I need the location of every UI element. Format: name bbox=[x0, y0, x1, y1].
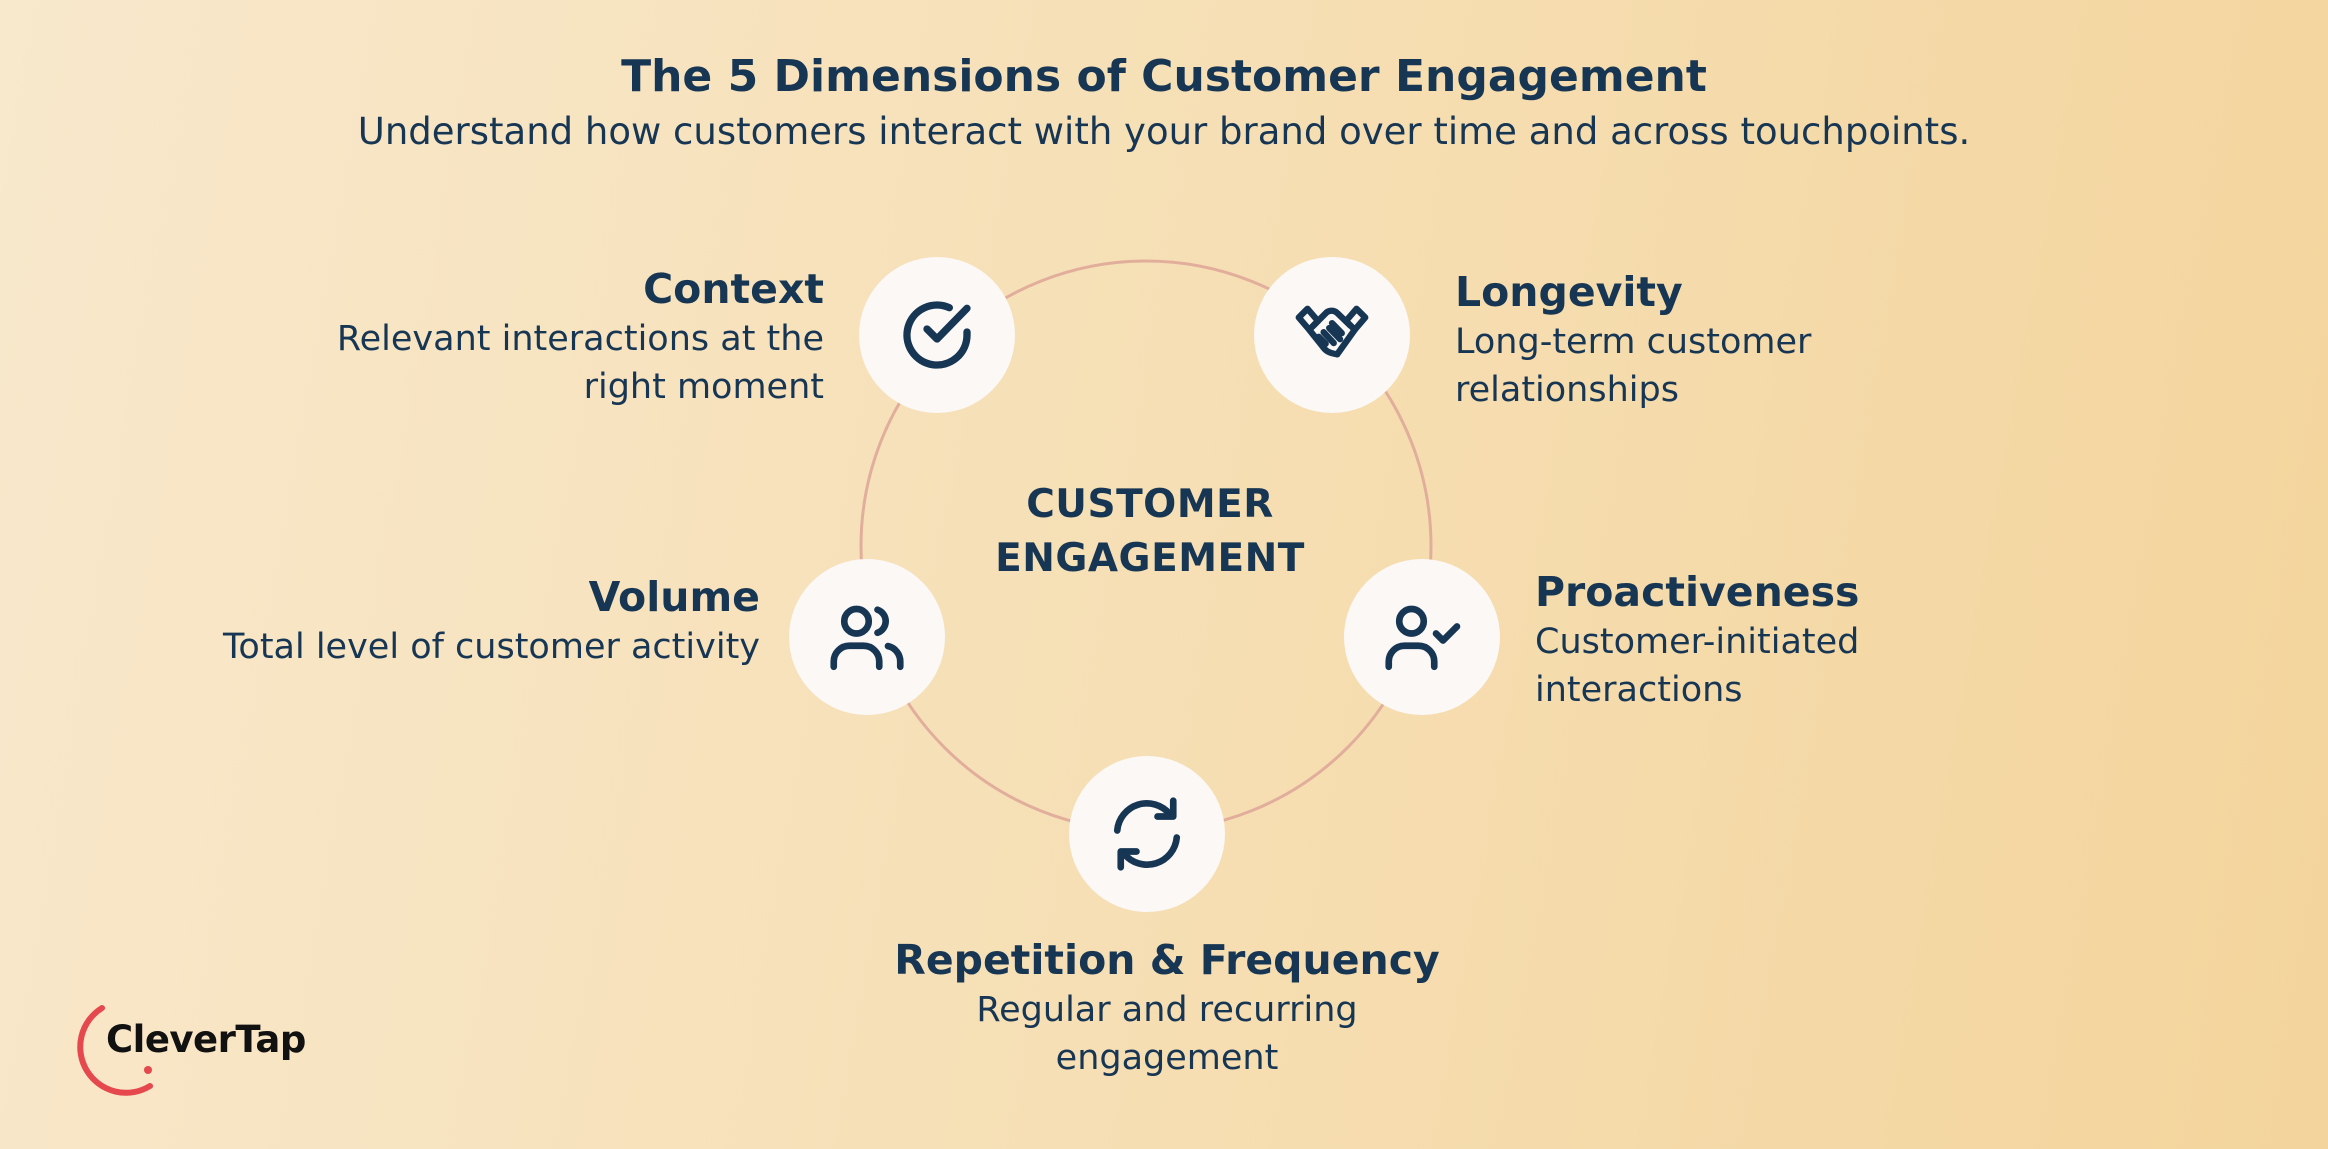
context-label: Context Relevant interactions at the rig… bbox=[240, 263, 824, 411]
longevity-title: Longevity bbox=[1455, 268, 1683, 316]
logo-text: CleverTap bbox=[106, 1018, 306, 1061]
volume-description: Total level of customer activity bbox=[222, 627, 760, 667]
repetition-frequency-description-line1: Regular and recurring bbox=[976, 990, 1358, 1030]
context-description-line2: right moment bbox=[583, 367, 824, 407]
clevertap-logo: CleverTap bbox=[72, 1000, 312, 1100]
center-label: CUSTOMER ENGAGEMENT bbox=[950, 478, 1350, 586]
longevity-node bbox=[1254, 257, 1410, 413]
context-title: Context bbox=[643, 265, 824, 313]
repetition-frequency-title: Repetition & Frequency bbox=[894, 936, 1440, 984]
diagram-title: The 5 Dimensions of Customer Engagement bbox=[621, 51, 1707, 102]
longevity-label: Longevity Long-term customer relationshi… bbox=[1455, 266, 2015, 414]
proactiveness-node bbox=[1344, 559, 1500, 715]
users-icon bbox=[830, 605, 904, 671]
refresh-icon bbox=[1113, 797, 1181, 871]
volume-title: Volume bbox=[588, 573, 760, 621]
center-label-line1: CUSTOMER bbox=[1026, 482, 1274, 527]
center-label-line2: ENGAGEMENT bbox=[995, 536, 1305, 581]
repetition-frequency-description-line2: engagement bbox=[1055, 1038, 1279, 1078]
longevity-description-line2: relationships bbox=[1455, 370, 1679, 410]
volume-label: Volume Total level of customer activity bbox=[120, 571, 760, 671]
context-description-line1: Relevant interactions at the bbox=[336, 319, 824, 359]
proactiveness-description-line2: interactions bbox=[1535, 670, 1743, 710]
logo-arc-icon bbox=[77, 1005, 153, 1096]
proactiveness-label: Proactiveness Customer-initiated interac… bbox=[1535, 566, 2095, 714]
check-circle-icon bbox=[903, 301, 971, 369]
proactiveness-title: Proactiveness bbox=[1535, 568, 1860, 616]
user-check-icon bbox=[1385, 605, 1461, 671]
handshake-icon bbox=[1295, 305, 1369, 358]
volume-node bbox=[789, 559, 945, 715]
longevity-description-line1: Long-term customer bbox=[1455, 322, 1812, 362]
repetition-frequency-label: Repetition & Frequency Regular and recur… bbox=[767, 934, 1567, 1082]
diagram-subtitle: Understand how customers interact with y… bbox=[357, 110, 1971, 153]
context-node bbox=[859, 257, 1015, 413]
repetition-frequency-node bbox=[1069, 756, 1225, 912]
proactiveness-description-line1: Customer-initiated bbox=[1535, 622, 1860, 662]
